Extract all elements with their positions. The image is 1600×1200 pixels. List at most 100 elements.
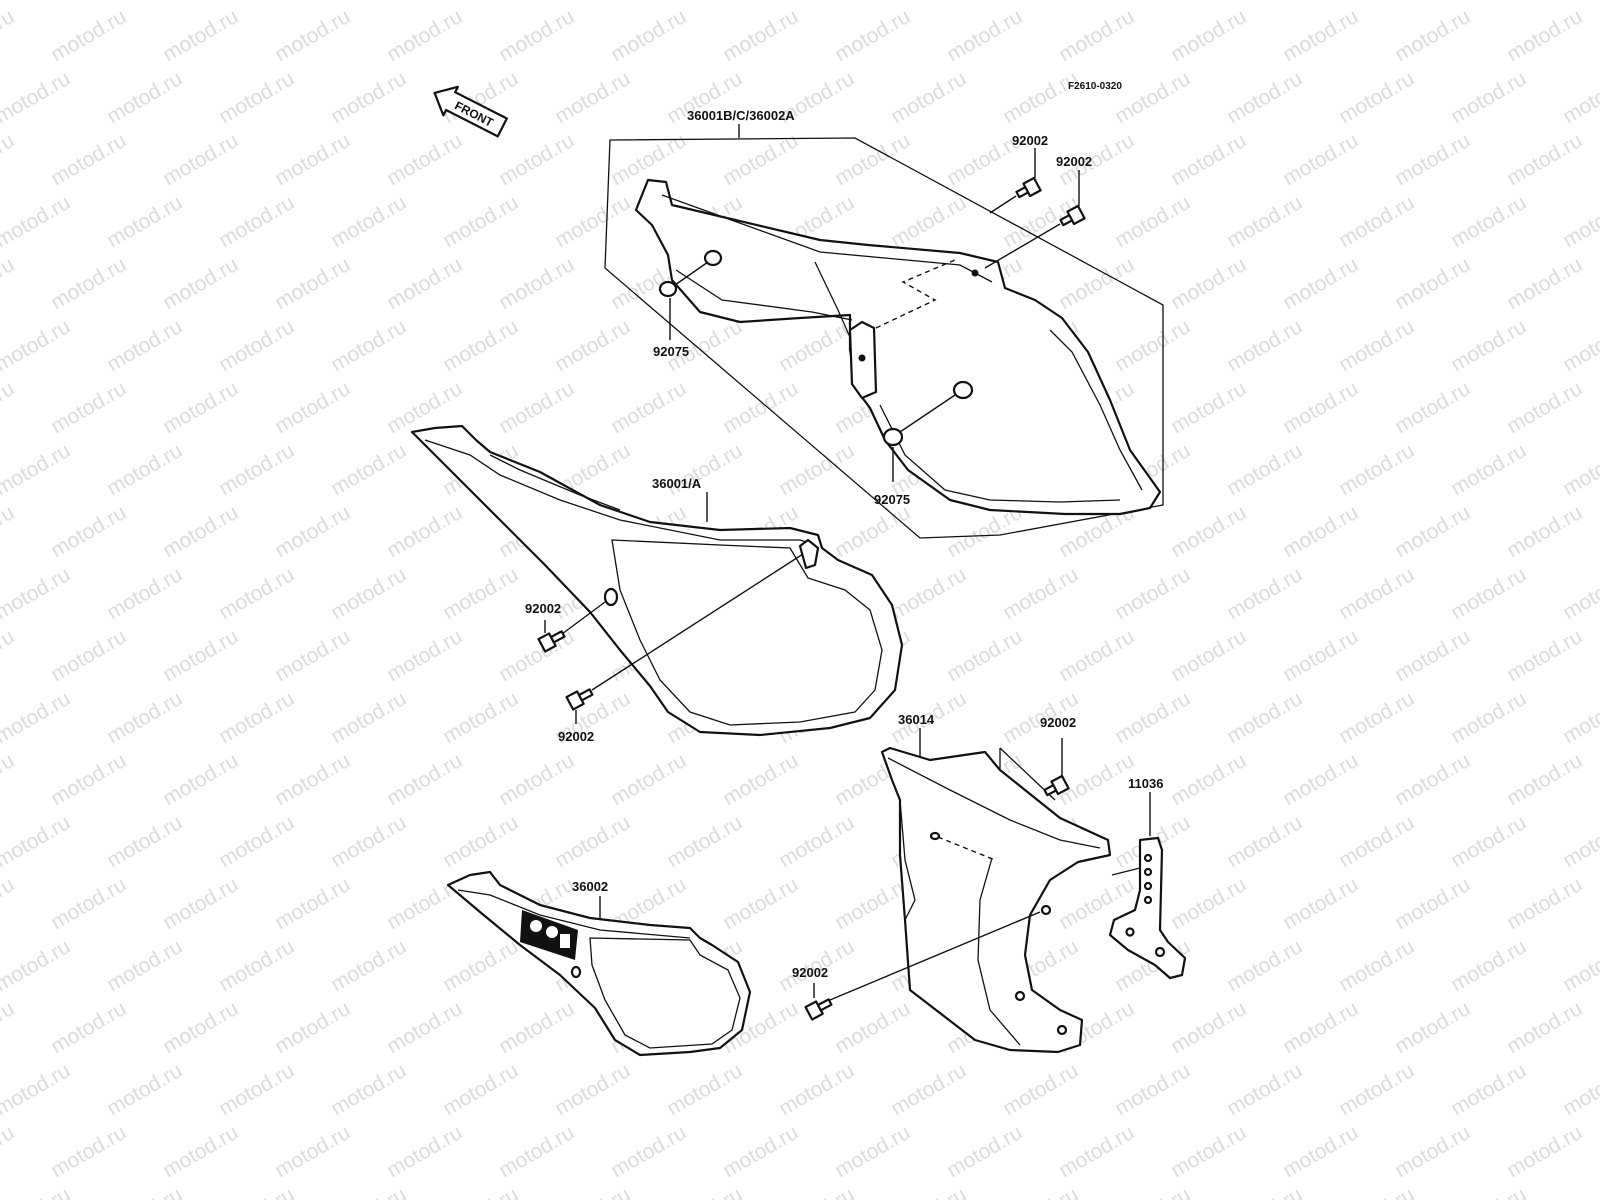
- watermark-text: motod.ru: [159, 501, 242, 562]
- watermark-text: motod.ru: [0, 501, 18, 562]
- watermark-text: motod.ru: [1447, 563, 1530, 624]
- watermark-text: motod.ru: [383, 5, 466, 66]
- watermark-text: motod.ru: [47, 997, 130, 1058]
- watermark-text: motod.ru: [439, 563, 522, 624]
- watermark-text: motod.ru: [1391, 625, 1474, 686]
- watermark-text: motod.ru: [1223, 935, 1306, 996]
- watermark-text: motod.ru: [0, 315, 74, 376]
- watermark-text: motod.ru: [1223, 191, 1306, 252]
- middle-side-cover: [410, 424, 904, 737]
- watermark-text: motod.ru: [663, 811, 746, 872]
- watermark-text: motod.ru: [1391, 997, 1474, 1058]
- watermark-text: motod.ru: [271, 129, 354, 190]
- watermark-text: motod.ru: [327, 191, 410, 252]
- watermark-text: motod.ru: [1055, 5, 1138, 66]
- watermark-text: motod.ru: [999, 563, 1082, 624]
- watermark-text: motod.ru: [831, 501, 914, 562]
- watermark-text: motod.ru: [327, 67, 410, 128]
- watermark-text: motod.ru: [1167, 5, 1250, 66]
- label-top-grommet-left: 92075: [653, 344, 689, 359]
- watermark-text: motod.ru: [551, 811, 634, 872]
- watermark-text: motod.ru: [1279, 1121, 1362, 1182]
- watermark-text: motod.ru: [607, 1121, 690, 1182]
- watermark-text: motod.ru: [1279, 501, 1362, 562]
- watermark-text: motod.ru: [663, 1059, 746, 1120]
- watermark-text: motod.ru: [159, 253, 242, 314]
- watermark-text: motod.ru: [719, 377, 802, 438]
- watermark-text: motod.ru: [1503, 1121, 1586, 1182]
- watermark-text: motod.ru: [439, 1183, 522, 1200]
- watermark-text: motod.ru: [999, 1183, 1082, 1200]
- watermark-text: motod.ru: [1055, 253, 1138, 314]
- watermark-text: motod.ru: [831, 997, 914, 1058]
- watermark-text: motod.ru: [327, 811, 410, 872]
- watermark-text: motod.ru: [1111, 687, 1194, 748]
- watermark-text: motod.ru: [103, 935, 186, 996]
- watermark-text: motod.ru: [47, 501, 130, 562]
- watermark-text: motod.ru: [1223, 439, 1306, 500]
- label-bracket: 11036: [1128, 776, 1163, 791]
- watermark-text: motod.ru: [215, 935, 298, 996]
- top-side-cover: [634, 178, 1162, 516]
- lower-cover-group: 36002: [446, 870, 752, 1057]
- watermark-text: motod.ru: [1503, 873, 1586, 934]
- watermark-text: motod.ru: [1167, 1121, 1250, 1182]
- watermark-text: motod.ru: [1447, 1183, 1530, 1200]
- watermark-text: motod.ru: [1391, 253, 1474, 314]
- watermark-text: motod.ru: [1447, 811, 1530, 872]
- watermark-text: motod.ru: [0, 935, 74, 996]
- watermark-text: motod.ru: [607, 377, 690, 438]
- watermark-text: motod.ru: [1447, 67, 1530, 128]
- watermark-text: motod.ru: [1391, 377, 1474, 438]
- watermark-text: motod.ru: [1391, 873, 1474, 934]
- bolt-icon: [1043, 774, 1070, 797]
- bracket-group: 11036: [1108, 776, 1187, 980]
- watermark-text: motod.ru: [1391, 129, 1474, 190]
- watermark-text: motod.ru: [775, 0, 858, 4]
- watermark-text: motod.ru: [1167, 377, 1250, 438]
- watermark-text: motod.ru: [383, 501, 466, 562]
- watermark-text: motod.ru: [1335, 0, 1418, 4]
- watermark-text: motod.ru: [495, 997, 578, 1058]
- watermark-text: motod.ru: [1447, 191, 1530, 252]
- watermark-text: motod.ru: [551, 191, 634, 252]
- watermark-text: motod.ru: [1111, 67, 1194, 128]
- watermark-text: motod.ru: [1335, 687, 1418, 748]
- watermark-text: motod.ru: [383, 625, 466, 686]
- bracket-plate: [1108, 836, 1187, 980]
- watermark-text: motod.ru: [327, 687, 410, 748]
- watermark-text: motod.ru: [103, 1059, 186, 1120]
- bolt-icon: [1015, 176, 1042, 199]
- watermark-text: motod.ru: [159, 377, 242, 438]
- watermark-text: motod.ru: [999, 0, 1082, 4]
- watermark-text: motod.ru: [0, 625, 18, 686]
- watermark-text: motod.ru: [775, 1059, 858, 1120]
- watermark-text: motod.ru: [1559, 1059, 1600, 1120]
- watermark-text: motod.ru: [1559, 1183, 1600, 1200]
- watermark-text: motod.ru: [831, 5, 914, 66]
- watermark-text: motod.ru: [159, 625, 242, 686]
- watermark-text: motod.ru: [47, 129, 130, 190]
- watermark-text: motod.ru: [1447, 439, 1530, 500]
- watermark-text: motod.ru: [1167, 749, 1250, 810]
- middle-cover-group: 36001/A 92002 92002: [410, 424, 904, 744]
- watermark-text: motod.ru: [439, 935, 522, 996]
- watermark-text: motod.ru: [47, 5, 130, 66]
- watermark-text: motod.ru: [1559, 315, 1600, 376]
- watermark-text: motod.ru: [1335, 1183, 1418, 1200]
- watermark-text: motod.ru: [439, 0, 522, 4]
- watermark-text: motod.ru: [1279, 5, 1362, 66]
- watermark-text: motod.ru: [1503, 501, 1586, 562]
- watermark-text: motod.ru: [1055, 1121, 1138, 1182]
- bolt-icon: [1059, 204, 1086, 227]
- watermark-text: motod.ru: [775, 439, 858, 500]
- watermark-text: motod.ru: [0, 0, 74, 4]
- watermark-text: motod.ru: [495, 625, 578, 686]
- watermark-text: motod.ru: [1167, 997, 1250, 1058]
- watermark-text: motod.ru: [215, 563, 298, 624]
- label-middle-bolt-lower: 92002: [558, 729, 594, 744]
- label-top-grommet-right: 92075: [874, 492, 910, 507]
- watermark-text: motod.ru: [271, 873, 354, 934]
- watermark-text: motod.ru: [439, 811, 522, 872]
- watermark-text: motod.ru: [1335, 563, 1418, 624]
